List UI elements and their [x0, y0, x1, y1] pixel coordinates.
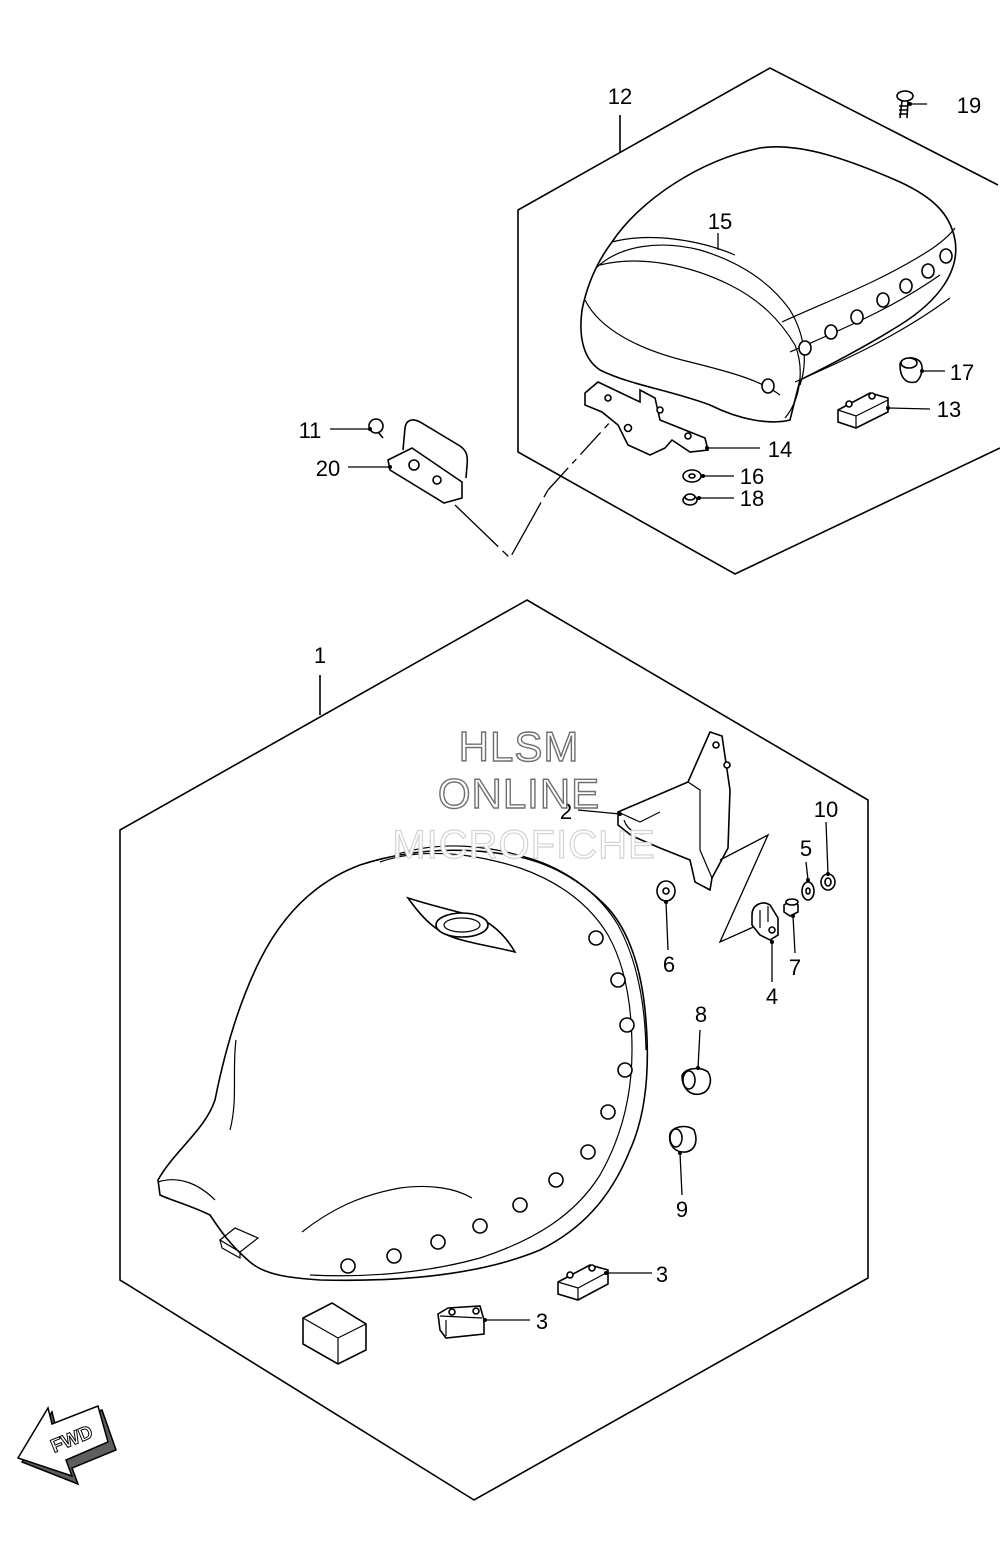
watermark-line-1: HLSM	[459, 723, 580, 770]
callout-19: 19	[957, 93, 981, 118]
collar-7	[783, 898, 799, 917]
grab-handle	[387, 419, 469, 504]
callout-15: 15	[708, 209, 732, 234]
main-seat-group-outline	[119, 599, 869, 1501]
callout-13: 13	[937, 397, 961, 422]
callout-6: 6	[663, 952, 675, 977]
callout-16: 16	[740, 464, 764, 489]
bracket-connector-line	[718, 833, 770, 944]
main-seat	[157, 845, 649, 1282]
washer-5	[801, 881, 815, 901]
nut-18	[682, 493, 698, 506]
pillion-seat-group-outline	[517, 67, 1000, 575]
leader-lines	[330, 102, 945, 1322]
callout-2: 2	[560, 799, 572, 824]
damper-3-right	[557, 1264, 609, 1301]
callout-9: 9	[676, 1197, 688, 1222]
watermark-line-2: ONLINE	[438, 770, 600, 817]
handle-connector-line	[454, 489, 549, 560]
callout-8: 8	[695, 1002, 707, 1027]
callout-14: 14	[768, 437, 792, 462]
seat-bracket-2	[617, 731, 731, 892]
callout-20: 20	[316, 456, 340, 481]
cushion-8	[681, 1067, 712, 1096]
pillion-seat	[580, 146, 957, 423]
callout-5: 5	[800, 836, 812, 861]
nut-10	[820, 873, 836, 891]
callout-11: 11	[299, 418, 322, 443]
callout-3a: 3	[656, 1262, 668, 1287]
washer-6	[656, 880, 676, 902]
pillion-bracket	[584, 381, 709, 456]
callout-18: 18	[740, 486, 764, 511]
watermark: HLSM ONLINE MICROFICHE	[392, 722, 656, 867]
callout-3b: 3	[536, 1309, 548, 1334]
callout-7: 7	[789, 955, 801, 980]
callout-10: 10	[814, 797, 838, 822]
watermark-line-3: MICROFICHE	[392, 823, 655, 867]
screw-11	[368, 418, 384, 439]
callout-12: 12	[608, 84, 632, 109]
lock-part-4	[751, 902, 779, 941]
callout-4: 4	[766, 984, 778, 1009]
fwd-arrow-badge: FWD	[16, 1404, 117, 1486]
box-part	[302, 1302, 367, 1365]
callout-17: 17	[950, 360, 974, 385]
cushion-9	[668, 1125, 697, 1153]
washer-16	[682, 469, 702, 483]
screw-19	[896, 90, 914, 119]
damper-3-left	[437, 1305, 485, 1339]
cushion-17	[899, 357, 923, 384]
callout-1: 1	[314, 643, 326, 668]
damper-13	[837, 392, 889, 429]
callout-numbers: 1 2 3 3 4 5 6 7 8 9 10 11 12 13 14 15 16…	[299, 84, 982, 1334]
